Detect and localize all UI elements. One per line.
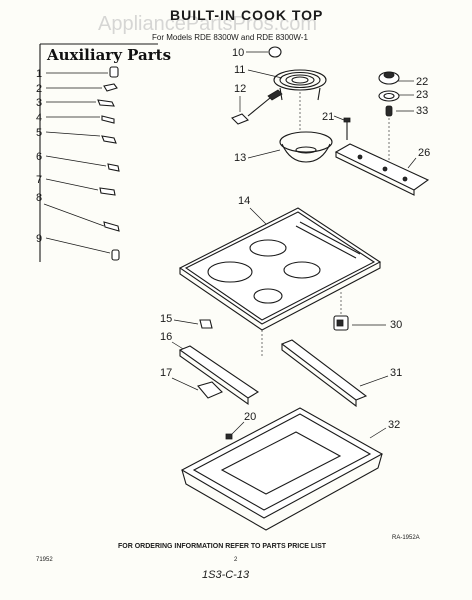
part-12-receptacle: 12 (231, 83, 283, 125)
aux-part-5 (101, 135, 117, 144)
aux-part-7 (99, 187, 116, 196)
callout-20: 20 (244, 411, 256, 423)
part-21-screw: 21 (322, 111, 351, 140)
aux-label-5: 5 (36, 127, 42, 139)
aux-label-6: 6 (36, 151, 42, 163)
callout-13: 13 (234, 152, 246, 164)
part-30-switch: 30 (333, 292, 402, 331)
part-20-screw: 20 (225, 411, 256, 440)
callout-14: 14 (238, 195, 250, 207)
part-10-knob-cap: 10 (232, 46, 282, 59)
part-15-clip: 15 (160, 313, 213, 329)
aux-part-8 (103, 221, 120, 232)
aux-label-3: 3 (36, 97, 42, 109)
aux-label-4: 4 (36, 112, 42, 124)
part-17-bracket: 17 (160, 367, 223, 399)
aux-label-8: 8 (36, 192, 42, 204)
watermark-text: AppliancePartsPros.com (98, 13, 317, 35)
callout-31: 31 (390, 367, 402, 379)
aux-part-9 (111, 249, 120, 261)
callout-32: 32 (388, 419, 400, 431)
callout-23: 23 (416, 89, 428, 101)
callout-11: 11 (234, 64, 245, 76)
callout-30: 30 (390, 319, 402, 331)
aux-part-3 (97, 99, 115, 107)
callout-10: 10 (232, 47, 244, 59)
part-22-control-knob: 22 (378, 71, 428, 88)
aux-part-6 (107, 163, 120, 172)
part-26-control-panel: 26 (334, 118, 430, 196)
auxiliary-parts-box: Auxiliary Parts 1 2 3 4 5 6 7 8 9 (36, 43, 171, 262)
callout-17: 17 (160, 367, 172, 379)
part-13-drip-bowl: 13 (234, 92, 333, 164)
callout-15: 15 (160, 313, 172, 325)
callout-22: 22 (416, 76, 428, 88)
catalog-code: 71952 (36, 557, 53, 563)
page-number: 2 (234, 557, 238, 563)
callout-16: 16 (160, 331, 172, 343)
aux-part-4 (101, 115, 115, 124)
page-subtitle: For Models RDE 8300W and RDE 8300W-1 (152, 33, 308, 42)
page-title: BUILT-IN COOK TOP (170, 7, 323, 23)
part-33-spring: 33 (385, 105, 428, 117)
callout-12: 12 (234, 83, 246, 95)
auxiliary-heading: Auxiliary Parts (46, 46, 171, 64)
aux-part-2 (103, 83, 118, 92)
handwritten-code: 1S3-C-13 (202, 569, 250, 581)
callout-33: 33 (416, 105, 428, 117)
callout-26: 26 (418, 147, 430, 159)
aux-label-7: 7 (36, 174, 42, 186)
part-16-front-channel: 16 (160, 331, 260, 406)
aux-label-1: 1 (36, 68, 42, 80)
part-31-rear-channel: 31 (261, 330, 402, 408)
aux-label-9: 9 (36, 233, 42, 245)
ordering-note: FOR ORDERING INFORMATION REFER TO PARTS … (118, 543, 327, 550)
aux-part-1 (109, 66, 119, 78)
callout-21: 21 (322, 111, 334, 123)
drawing-id: RA-1952A (392, 535, 420, 541)
aux-label-2: 2 (36, 83, 42, 95)
part-23-knob-bezel: 23 (378, 89, 428, 102)
part-32-burner-box: 32 (180, 407, 400, 531)
part-14-cooktop-top: 14 (178, 195, 382, 331)
